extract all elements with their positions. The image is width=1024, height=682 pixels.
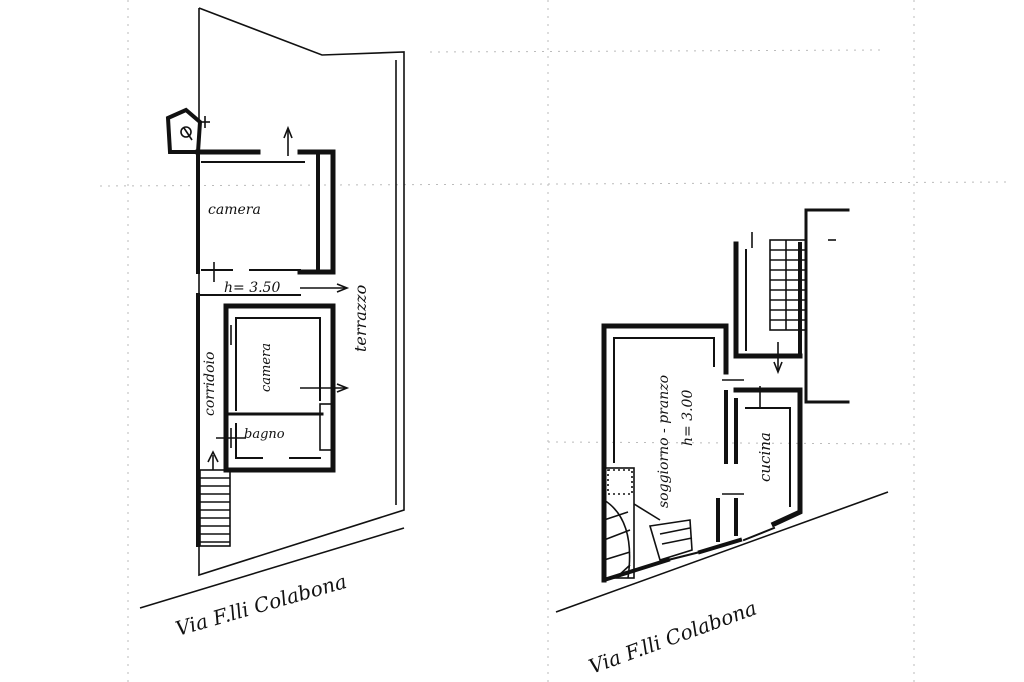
right-floor-plan: soggiorno - pranzo h= 3.00 cucina Via F.…: [555, 208, 889, 679]
left-arrows: [200, 116, 350, 448]
left-walls: [195, 149, 336, 547]
left-stairs: [199, 450, 231, 547]
label-soggiorno-pranzo: soggiorno - pranzo: [656, 375, 672, 508]
label-terrazzo: terrazzo: [351, 285, 370, 352]
street-line-right: [555, 491, 889, 613]
adjacent-building-wall: [804, 208, 850, 404]
left-floor-plan: camera h= 3.50 camera bagno corridoio te…: [139, 7, 405, 641]
label-camera-mid: camera: [259, 343, 274, 392]
street-name-right: Via F.lli Colabona: [586, 596, 760, 679]
label-bagno: bagno: [244, 427, 285, 442]
street-line-left: [139, 527, 405, 609]
right-spiral-stairs: [603, 467, 693, 579]
chimney-icon: [165, 107, 203, 154]
right-arrows: [722, 232, 783, 495]
label-height-right: h= 3.00: [680, 390, 696, 446]
right-upper-stairs: [769, 239, 807, 331]
street-name-left: Via F.lli Colabona: [173, 569, 350, 641]
sheet-guide-lines: [99, 0, 1011, 682]
label-height-left: h= 3.50: [224, 280, 280, 296]
label-corridoio: corridoio: [202, 352, 218, 416]
label-cucina: cucina: [756, 432, 774, 482]
label-camera-top: camera: [208, 202, 261, 218]
